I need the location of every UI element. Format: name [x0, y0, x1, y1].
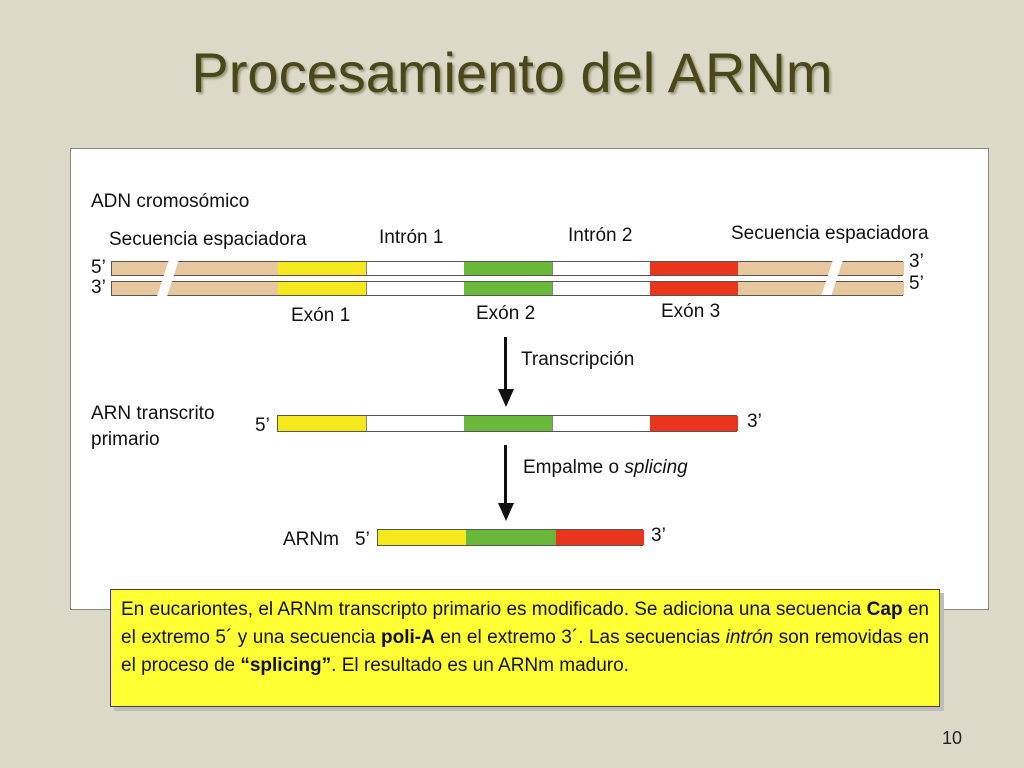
dna-strand-top: [111, 261, 904, 276]
spacer-right-label: Secuencia espaciadora: [731, 223, 929, 244]
arn-5-end: 5’: [255, 415, 270, 436]
transcription-label: Transcripción: [521, 349, 635, 370]
caption-intron: intrón: [725, 627, 774, 648]
splicing-prefix: Empalme o: [523, 457, 625, 478]
primary-transcript: [277, 415, 738, 432]
intron1-label: Intrón 1: [379, 227, 444, 248]
caption-text: En eucariontes, el ARNm transcripto prim…: [121, 599, 867, 620]
splicing-arrow-head: [498, 503, 514, 521]
arn-3-end: 3’: [747, 411, 762, 432]
exon2-label: Exón 2: [476, 303, 536, 324]
dna-bottom-3-end: 3’: [91, 277, 106, 298]
arn-transcript-label: ARN transcrito primario: [91, 401, 215, 453]
slide-title: Procesamiento del ARNm: [191, 41, 833, 104]
exon1-segment: [278, 282, 366, 295]
adn-label: ADN cromosómico: [91, 191, 250, 212]
intron2-segment: [552, 262, 652, 275]
caption-cap: Cap: [866, 599, 903, 620]
dna-strand-bottom: [111, 281, 904, 296]
caption-splicing: “splicing”: [240, 655, 332, 676]
spacer-right-segment: [738, 282, 904, 295]
spacer-left-segment: [112, 282, 278, 295]
intron1-segment: [366, 262, 466, 275]
exon1-segment: [278, 262, 366, 275]
dna-bottom-5-end: 5’: [909, 273, 924, 294]
caption-text: en el extremo 3´. Las secuencias: [434, 627, 726, 648]
splicing-arrow: [504, 445, 507, 505]
exon3-segment: [650, 416, 738, 431]
caption-text: son removidas en el proceso de: [121, 627, 930, 676]
mature-mrna: [377, 529, 644, 546]
exon2-segment: [464, 282, 552, 295]
dna-top-3-end: 3’: [909, 251, 924, 272]
exon2-segment: [464, 262, 552, 275]
exon1-segment: [278, 416, 366, 431]
exon2-segment: [464, 416, 552, 431]
splicing-italic: splicing: [624, 457, 688, 478]
arnm-3-end: 3’: [651, 525, 666, 546]
intron2-segment: [552, 416, 652, 431]
exon1-segment: [378, 530, 466, 545]
intron1-segment: [366, 282, 466, 295]
caption-box: En eucariontes, el ARNm transcripto prim…: [110, 589, 940, 707]
spacer-right-segment: [738, 262, 904, 275]
splicing-label: Empalme o splicing: [523, 457, 688, 479]
slide-number: 10: [941, 728, 962, 748]
exon3-label: Exón 3: [661, 301, 721, 322]
exon1-label: Exón 1: [291, 305, 351, 326]
intron2-segment: [552, 282, 652, 295]
transcription-arrow: [504, 337, 507, 391]
caption-text: en el extremo 5´ y una secuencia: [121, 599, 929, 648]
arn-label-line2: primario: [91, 429, 160, 450]
arn-label-line1: ARN transcrito: [91, 403, 215, 424]
exon3-segment: [556, 530, 644, 545]
exon3-segment: [650, 262, 738, 275]
exon2-segment: [466, 530, 556, 545]
arnm-label: ARNm: [283, 529, 339, 550]
intron2-label: Intrón 2: [568, 225, 633, 246]
spacer-left-segment: [112, 262, 278, 275]
transcription-arrow-head: [498, 389, 514, 407]
diagram-panel: ADN cromosómico Secuencia espaciadora In…: [70, 148, 989, 610]
dna-top-5-end: 5’: [91, 257, 106, 278]
exon3-segment: [650, 282, 738, 295]
caption-polia: poli-A: [380, 627, 435, 648]
caption-text: . El resultado es un ARNm maduro.: [331, 655, 629, 676]
intron1-segment: [366, 416, 466, 431]
arnm-5-end: 5’: [355, 529, 370, 550]
spacer-left-label: Secuencia espaciadora: [109, 229, 307, 250]
